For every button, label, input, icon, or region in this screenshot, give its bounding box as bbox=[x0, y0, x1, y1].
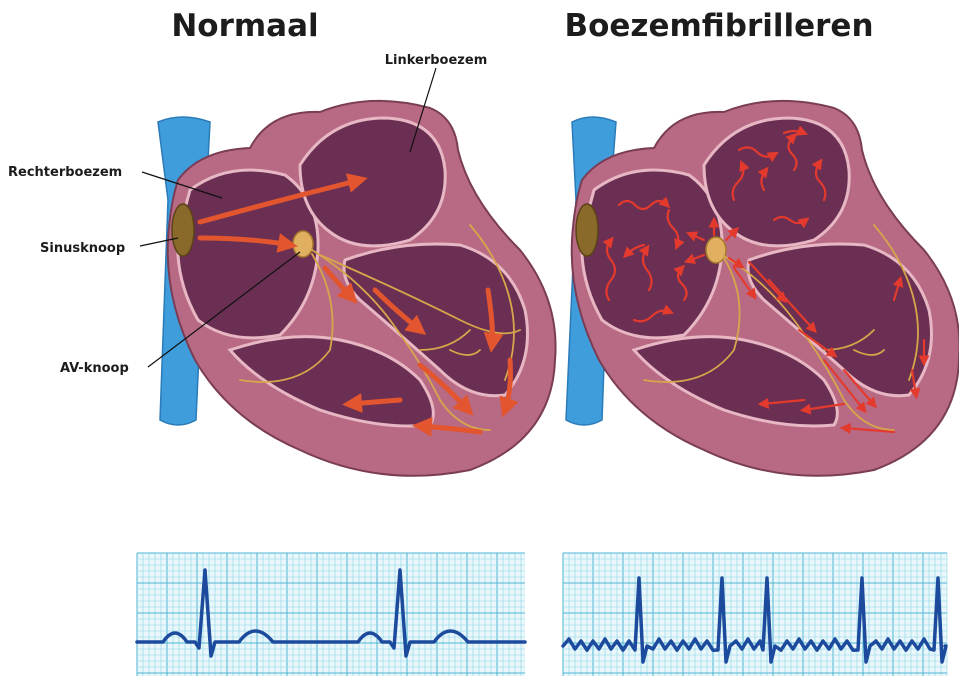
ecg-grid-normal bbox=[137, 553, 525, 676]
av-node-normal bbox=[293, 231, 313, 257]
heart-normal bbox=[158, 101, 556, 476]
label-right-atrium: Rechterboezem bbox=[8, 165, 122, 180]
label-av-node: AV-knoop bbox=[60, 361, 129, 376]
label-left-atrium: Linkerboezem bbox=[385, 53, 488, 68]
ecg-fibrillation bbox=[563, 553, 947, 676]
label-sinus-node: Sinusknoop bbox=[40, 241, 125, 256]
av-node-fibrillation bbox=[706, 237, 726, 263]
heart-fibrillation bbox=[566, 101, 959, 476]
sinus-node-normal bbox=[172, 204, 194, 256]
title-normal: Normaal bbox=[171, 8, 318, 44]
ecg-grid-fibrillation bbox=[563, 553, 947, 676]
right-atrium-fibrillation bbox=[582, 170, 722, 338]
title-fibrillation: Boezemfibrilleren bbox=[564, 8, 873, 44]
ecg-normal bbox=[137, 553, 525, 676]
sinus-node-fibrillation bbox=[576, 204, 598, 256]
